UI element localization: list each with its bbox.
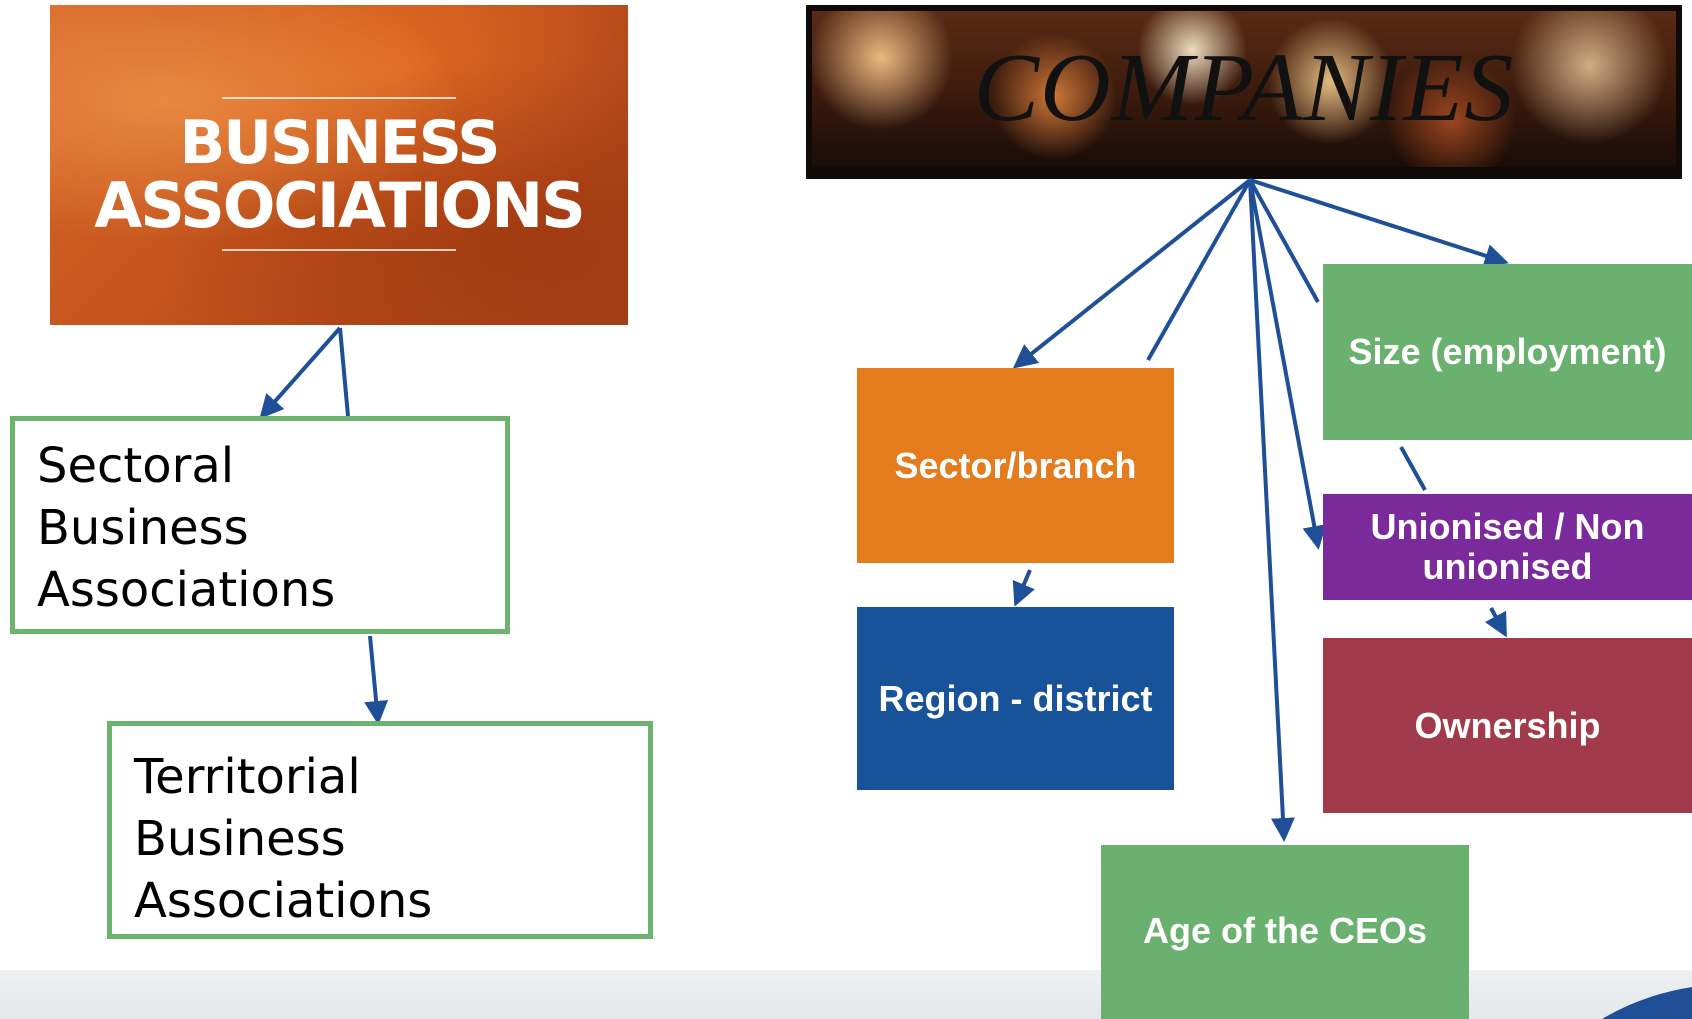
connector-companies-to-union [1248, 179, 1327, 550]
companies-image-bokeh [812, 11, 1676, 167]
region-district-label: Region - district [878, 677, 1153, 719]
connector-companies-to-size [1249, 178, 1509, 268]
companies-title: COMPANIES [973, 34, 1515, 142]
connector-ownership-top [1399, 446, 1427, 491]
size-employment-box: Size (employment) [1323, 264, 1692, 440]
territorial-line-3: Associations [134, 873, 433, 929]
ownership-label: Ownership [1414, 704, 1601, 746]
unionised-label: Unionised / Non unionised [1370, 506, 1645, 587]
sectoral-line-1: Sectoral [37, 438, 235, 494]
decorative-rule-bottom [222, 249, 456, 251]
age-of-ceos-label: Age of the CEOs [1142, 910, 1428, 951]
connector-ba-to-sectoral [259, 326, 342, 419]
companies-image: COMPANIES [806, 5, 1682, 179]
connector-companies-to-ownership [1248, 179, 1320, 303]
size-employment-label: Size (employment) [1348, 331, 1667, 372]
decorative-rule-top [222, 97, 456, 99]
connector-sectoral-to-territorial [364, 635, 389, 725]
sectoral-line-2: Business [37, 500, 249, 556]
sector-branch-box: Sector/branch [857, 368, 1174, 563]
sectoral-business-associations-box: Sectoral Business Associations [10, 416, 510, 634]
connector-ownership-tail [1484, 607, 1507, 638]
business-associations-image: BUSINESS ASSOCIATIONS [50, 5, 628, 325]
sector-branch-label: Sector/branch [894, 444, 1137, 486]
footer-swoosh-icon [1602, 987, 1692, 1019]
business-associations-title-line2: ASSOCIATIONS [94, 169, 586, 242]
connector-ba-stem [338, 327, 350, 417]
connector-region-tail [1012, 569, 1035, 607]
connector-companies-to-region [1146, 179, 1252, 361]
unionised-box: Unionised / Non unionised [1323, 494, 1692, 600]
territorial-line-2: Business [134, 811, 346, 867]
territorial-business-associations-box: Territorial Business Associations [107, 721, 653, 939]
connector-companies-to-sector [1012, 178, 1252, 369]
ownership-box: Ownership [1323, 638, 1692, 813]
business-associations-title-line1: BUSINESS [179, 108, 501, 178]
sectoral-line-3: Associations [37, 562, 336, 618]
region-district-box: Region - district [857, 607, 1174, 790]
age-of-ceos-box: Age of the CEOs [1101, 845, 1469, 1019]
territorial-line-1: Territorial [134, 749, 361, 805]
connector-companies-to-age [1248, 179, 1295, 842]
